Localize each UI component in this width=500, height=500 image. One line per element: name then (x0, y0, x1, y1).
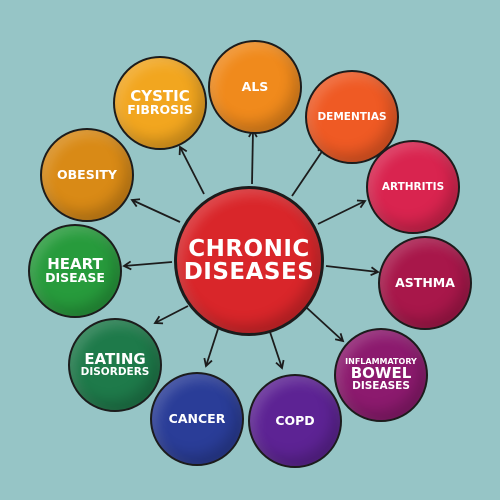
node-eating-disorders: EATING DISORDERS (68, 318, 162, 412)
arrow-als (248, 128, 258, 185)
arrow-dementias (291, 145, 327, 197)
node-ibd-line3: DISEASES (352, 380, 410, 393)
node-heart-line1: HEART (47, 255, 103, 274)
node-cancer: CANCER (150, 372, 244, 466)
center-node-chronic-diseases: CHRONIC DISEASES (174, 186, 324, 336)
node-cancer-label: CANCER (168, 410, 226, 426)
arrow-copd (269, 331, 285, 370)
arrow-eating (153, 305, 189, 325)
node-ibd-line1: INFLAMMATORY (345, 357, 417, 367)
node-dementias-label: DEMENTIAS (317, 110, 387, 123)
node-copd-label: COPD (275, 412, 315, 428)
node-obesity: OBESITY (40, 128, 134, 222)
center-label-line1: CHRONIC (188, 236, 310, 262)
node-copd: COPD (248, 374, 342, 468)
node-ibd-line2: BOWEL (350, 364, 412, 383)
node-asthma-label: ASTHMA (395, 274, 455, 290)
node-eating-line1: EATING (84, 350, 146, 369)
node-eating-line2: DISORDERS (80, 366, 150, 379)
node-heart-disease: HEART DISEASE (28, 224, 122, 318)
node-als-label: ALS (241, 78, 269, 94)
node-arthritis: ARTHRITIS (366, 140, 460, 234)
node-arthritis-label: ARTHRITIS (381, 180, 445, 193)
node-cystic-fibrosis: CYSTIC FIBROSIS (113, 56, 207, 150)
arrow-arthritis (317, 199, 367, 225)
node-als: ALS (208, 40, 302, 134)
node-cystic-line1: CYSTIC (130, 87, 190, 106)
arrow-heart (122, 260, 173, 271)
center-label-line2: DISEASES (183, 259, 315, 285)
node-obesity-label: OBESITY (57, 166, 117, 182)
node-heart-line2: DISEASE (45, 270, 105, 286)
arrow-cystic (178, 145, 205, 195)
node-inflammatory-bowel-diseases: INFLAMMATORY BOWEL DISEASES (334, 328, 428, 422)
node-cystic-line2: FIBROSIS (127, 102, 193, 118)
arrow-obesity (130, 198, 181, 223)
arrow-asthma (325, 265, 380, 276)
arrow-cancer (203, 328, 219, 368)
node-asthma: ASTHMA (378, 236, 472, 330)
arrow-ibd (306, 307, 345, 343)
node-dementias: DEMENTIAS (305, 70, 399, 164)
